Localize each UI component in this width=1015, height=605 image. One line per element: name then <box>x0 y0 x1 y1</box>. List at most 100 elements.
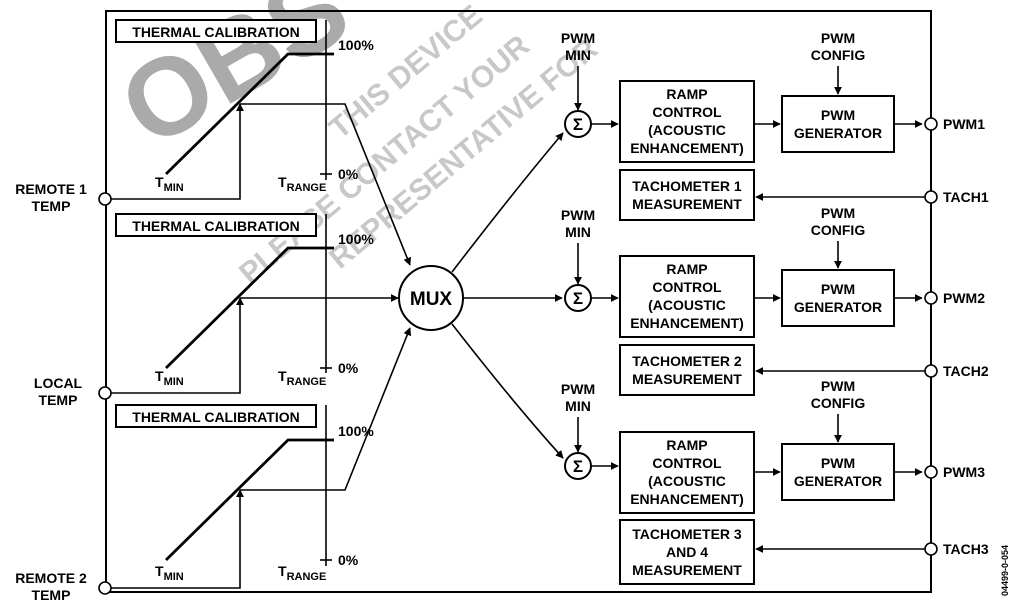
pwm-generator-box <box>781 443 895 501</box>
ramp-control-box <box>619 80 755 163</box>
pin-remote2-temp <box>98 581 112 595</box>
label-tach1: TACH1 <box>943 189 989 205</box>
pwm-generator-label: PWM <box>821 281 855 297</box>
calibration-title: THERMAL CALIBRATION <box>132 409 299 425</box>
mux-to-sum3 <box>451 323 564 459</box>
sigma-symbol: Σ <box>573 457 583 476</box>
pwm-config-label: PWM <box>821 205 855 221</box>
calibration-title: THERMAL CALIBRATION <box>132 24 299 40</box>
pwm-min-label: PWM <box>561 30 595 46</box>
ramp-control-label: ENHANCEMENT) <box>630 491 744 507</box>
calibration-curve <box>165 52 334 175</box>
pwm-min-label: MIN <box>565 398 591 414</box>
label-tach2: TACH2 <box>943 363 989 379</box>
pwm-channel-3: PWM MIN Σ RAMP CONTROL (ACOUSTIC ENHANCE… <box>561 378 989 585</box>
pin-tach1 <box>924 190 938 204</box>
ramp-control-label: CONTROL <box>652 104 722 120</box>
ramp-control-label: (ACOUSTIC <box>648 122 726 138</box>
tachometer-1-label: TACHOMETER 1 <box>632 178 742 194</box>
temp-input-wire <box>111 489 244 589</box>
tachometer-1-box <box>619 169 755 221</box>
pin-pwm2 <box>924 291 938 305</box>
thermal-calibration-2: THERMAL CALIBRATION 100% 0% TMIN TRANGE <box>111 213 399 394</box>
tachometer-3-label: AND 4 <box>666 544 708 560</box>
ramp-control-label: (ACOUSTIC <box>648 473 726 489</box>
label-remote1-temp: TEMP <box>32 198 71 214</box>
label-remote2-temp: REMOTE 2 <box>15 570 87 586</box>
mux-to-sum1 <box>451 132 564 273</box>
calibration-title-box <box>115 19 317 43</box>
pwm-min-label: PWM <box>561 381 595 397</box>
trange-label: TRANGE <box>278 563 326 583</box>
temp-input-wire <box>111 103 244 200</box>
ramp-control-label: RAMP <box>666 86 707 102</box>
thermal-calibration-3: THERMAL CALIBRATION 100% 0% TMIN TRANGE <box>111 327 412 589</box>
ramp-control-box <box>619 431 755 514</box>
pin-pwm1 <box>924 117 938 131</box>
pwm-generator-label: PWM <box>821 455 855 471</box>
label-0-percent: 0% <box>338 552 359 568</box>
trange-label: TRANGE <box>278 174 326 194</box>
calibration-title-box <box>115 213 317 237</box>
ramp-control-label: CONTROL <box>652 455 722 471</box>
pwm-channel-1: PWM MIN Σ RAMP CONTROL (ACOUSTIC ENHANCE… <box>561 30 989 221</box>
calibration-title: THERMAL CALIBRATION <box>132 218 299 234</box>
label-0-percent: 0% <box>338 166 359 182</box>
label-local-temp: TEMP <box>39 392 78 408</box>
label-local-temp: LOCAL <box>34 375 83 391</box>
tmin-label: TMIN <box>155 368 184 388</box>
pwm-config-label: PWM <box>821 30 855 46</box>
trange-label: TRANGE <box>278 368 326 388</box>
ramp-control-label: ENHANCEMENT) <box>630 315 744 331</box>
tachometer-3-label: MEASUREMENT <box>632 562 742 578</box>
tachometer-1-label: MEASUREMENT <box>632 196 742 212</box>
tachometer-2-label: MEASUREMENT <box>632 371 742 387</box>
label-pwm3: PWM3 <box>943 464 985 480</box>
pwm-generator-label: PWM <box>821 107 855 123</box>
output-wire <box>240 327 412 491</box>
label-0-percent: 0% <box>338 360 359 376</box>
pin-tach3 <box>924 542 938 556</box>
pwm-config-label: CONFIG <box>811 222 866 238</box>
pwm-generator-box <box>781 95 895 153</box>
pwm-channel-2: PWM MIN Σ RAMP CONTROL (ACOUSTIC ENHANCE… <box>561 205 989 396</box>
pwm-config-label: PWM <box>821 378 855 394</box>
temp-input-wire <box>111 297 244 394</box>
pwm-min-label: MIN <box>565 47 591 63</box>
tachometer-3-box <box>619 519 755 585</box>
pwm-min-label: PWM <box>561 207 595 223</box>
ramp-control-label: CONTROL <box>652 279 722 295</box>
pwm-config-label: CONFIG <box>811 395 866 411</box>
ramp-control-label: RAMP <box>666 261 707 277</box>
pwm-generator-box <box>781 269 895 327</box>
label-pwm1: PWM1 <box>943 116 985 132</box>
label-100-percent: 100% <box>338 37 374 53</box>
ramp-control-label: RAMP <box>666 437 707 453</box>
tachometer-2-box <box>619 344 755 396</box>
calibration-title-box <box>115 404 317 428</box>
pwm-config-label: CONFIG <box>811 47 866 63</box>
thermal-calibration-1: THERMAL CALIBRATION 100% 0% TMIN TRANGE <box>111 19 412 266</box>
tachometer-2-label: TACHOMETER 2 <box>632 353 742 369</box>
output-wire <box>240 103 412 266</box>
ramp-control-box <box>619 255 755 338</box>
pwm-generator-label: GENERATOR <box>794 299 882 315</box>
pwm-min-label: MIN <box>565 224 591 240</box>
pin-local-temp <box>98 386 112 400</box>
tmin-label: TMIN <box>155 174 184 194</box>
label-remote1-temp: REMOTE 1 <box>15 181 87 197</box>
label-tach3: TACH3 <box>943 541 989 557</box>
input-pins: REMOTE 1 TEMP LOCAL TEMP REMOTE 2 TEMP <box>15 181 112 603</box>
mux-label: MUX <box>410 289 453 310</box>
pwm-generator-label: GENERATOR <box>794 473 882 489</box>
label-100-percent: 100% <box>338 423 374 439</box>
label-remote2-temp: TEMP <box>32 587 71 603</box>
label-pwm2: PWM2 <box>943 290 985 306</box>
tachometer-3-label: TACHOMETER 3 <box>632 526 742 542</box>
pwm-generator-label: GENERATOR <box>794 125 882 141</box>
sigma-symbol: Σ <box>573 289 583 308</box>
pin-remote1-temp <box>98 192 112 206</box>
label-100-percent: 100% <box>338 231 374 247</box>
pin-tach2 <box>924 364 938 378</box>
